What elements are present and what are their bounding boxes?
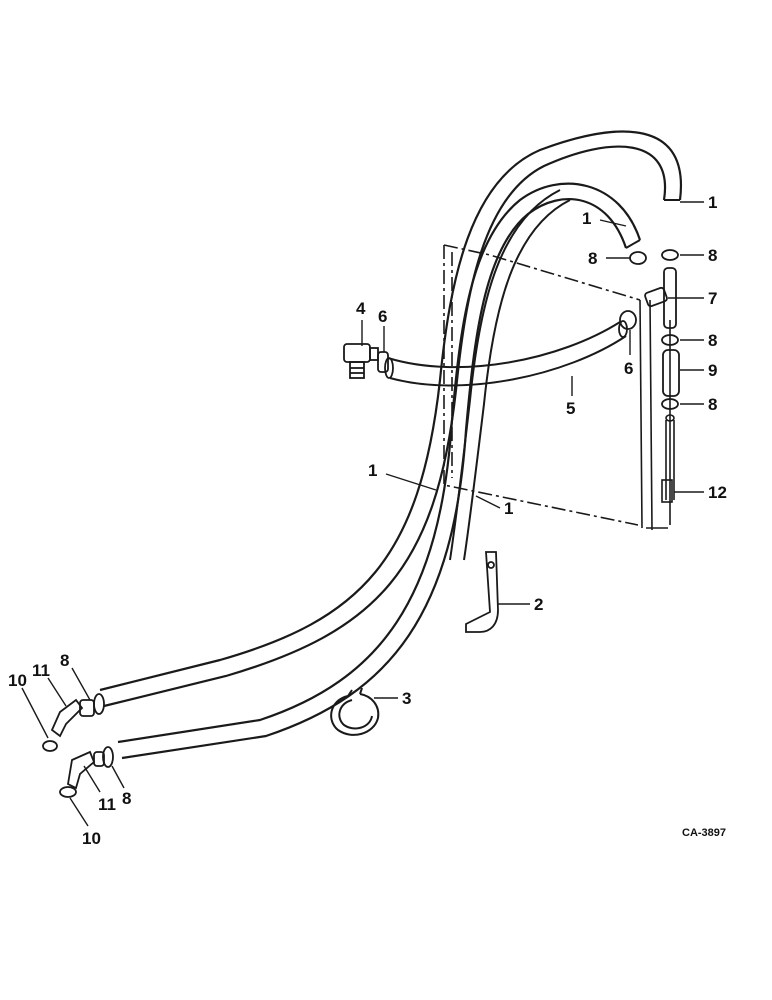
callout-hose-left: 1 [368,461,377,480]
callout-hose-clamp-ring: 3 [402,689,411,708]
callout-short-hose: 5 [566,399,575,418]
leader-lines [21,201,704,827]
callout-nut-upper: 8 [60,651,69,670]
callout-clamp-mid: 8 [708,331,717,350]
hose-clamp-ring [330,687,380,736]
gasket-lower-upper [42,740,58,752]
callout-elbow-upper: 11 [32,661,50,680]
callout-clamp-upper-right: 8 [708,246,717,265]
hose-short [384,320,628,387]
hose-long-upper [99,130,683,708]
callout-labels: 1 1 8 8 7 8 9 8 12 4 6 6 5 1 1 2 3 10 11… [8,193,727,848]
callout-tee-fitting: 7 [708,289,717,308]
callout-nut-lower: 8 [122,789,131,808]
callout-hose-center: 1 [504,499,513,518]
hose-long-lower [117,182,642,760]
hose-segment [662,349,680,397]
callout-bracket: 2 [534,595,543,614]
callout-clamp-right: 6 [624,359,633,378]
callout-hose-segment: 9 [708,361,717,380]
elbow-fitting [343,343,379,379]
clamp-upper-left [629,251,647,265]
tee-fitting [644,286,668,308]
hose-clamp-left [377,351,389,373]
callout-clamp-left: 6 [378,307,387,326]
callout-gasket-upper: 10 [8,671,27,690]
clamp-low [661,398,679,410]
callout-elbow-lower: 11 [98,795,116,814]
callout-hose-upper-left: 1 [582,209,591,228]
drain-tube [661,414,675,503]
callout-clamp-upper-left: 8 [588,249,597,268]
callout-gasket-lower: 10 [82,829,101,848]
bracket [465,551,499,633]
elbow-lower-upper [50,698,95,738]
drawing-code: CA-3897 [682,827,726,839]
callout-hose-upper: 1 [708,193,717,212]
nut-lower-lower [102,746,114,768]
radiator-panel [443,244,671,531]
hose-clamp-right [619,310,637,330]
callout-drain-tube: 12 [708,483,727,502]
clamp-upper-right [661,249,679,261]
hose-middle [449,189,571,561]
callout-elbow-fitting: 4 [356,299,366,318]
gasket-lower-lower [59,786,77,798]
nut-lower-upper [93,693,105,715]
callout-clamp-low: 8 [708,395,717,414]
elbow-lower-lower [67,750,105,790]
clamp-mid [661,334,679,346]
